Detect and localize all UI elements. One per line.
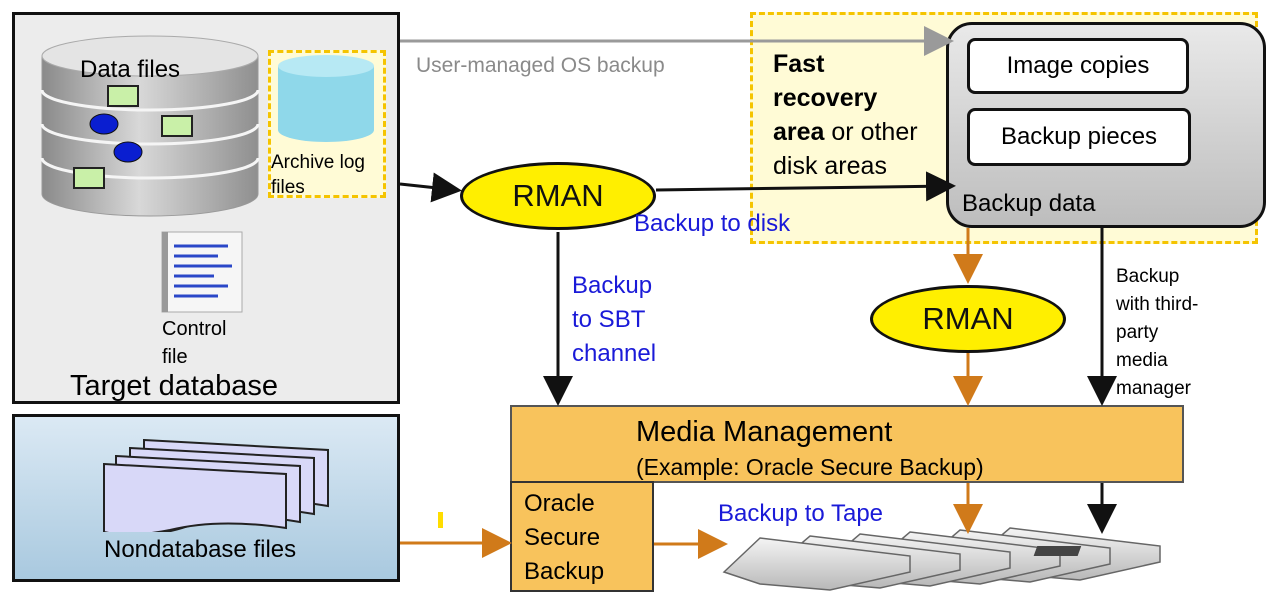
- fra-label-line3: area or other: [773, 118, 918, 147]
- sbt-label-line3: channel: [572, 340, 657, 367]
- image-copies-box: Image copies: [967, 38, 1189, 94]
- fra-label-line1: Fast: [773, 50, 825, 78]
- third-party-label-line3: party: [1116, 322, 1159, 343]
- backup-pieces-box: Backup pieces: [967, 108, 1191, 166]
- media-management-title: Media Management: [636, 416, 893, 448]
- target-to-rman-arrow: [399, 172, 462, 203]
- tape-drives-icon: [722, 527, 1161, 591]
- media-management-subtitle: (Example: Oracle Secure Backup): [636, 454, 984, 480]
- fra-label-line2: recovery: [773, 84, 878, 112]
- nondatabase-files-icon: [103, 438, 329, 532]
- nondatabase-files-label: Nondatabase files: [104, 536, 297, 563]
- osb-label-line3: Backup: [524, 558, 605, 585]
- control-file-icon: [161, 231, 243, 313]
- fra-label-line3-bold: area: [773, 118, 825, 146]
- backup-data-label: Backup data: [962, 190, 1096, 217]
- backup-to-disk-label: Backup to disk: [634, 210, 791, 237]
- sbt-label-line1: Backup: [572, 272, 653, 299]
- control-file-label-line2: file: [162, 346, 188, 368]
- backup-data-container: Image copies Backup pieces: [946, 22, 1266, 228]
- cursor-mark: [438, 512, 443, 528]
- rman-to-disk-arrow: [655, 171, 956, 202]
- sbt-label-line2: to SBT: [572, 306, 646, 333]
- target-database-title: Target database: [70, 370, 278, 402]
- rman-secondary: RMAN: [870, 285, 1066, 353]
- archive-log-label-line1: Archive log: [271, 152, 365, 173]
- user-managed-label: User-managed OS backup: [416, 54, 665, 77]
- fra-label-line3-rest: or other: [824, 118, 918, 146]
- third-party-label-line5: manager: [1116, 378, 1191, 399]
- oracle-secure-backup-box: [510, 481, 654, 592]
- third-party-label-line2: with third-: [1116, 294, 1199, 315]
- fra-label-line4: disk areas: [773, 152, 887, 180]
- media-management-box: [510, 405, 1184, 483]
- backup-to-tape-label: Backup to Tape: [718, 500, 884, 527]
- third-party-label-line1: Backup: [1116, 266, 1180, 287]
- database-cylinder-icon: [40, 35, 260, 217]
- osb-label-line1: Oracle: [524, 490, 595, 517]
- data-files-label: Data files: [80, 56, 181, 83]
- third-party-label-line4: media: [1116, 350, 1168, 371]
- archive-log-label-line2: files: [271, 177, 305, 198]
- control-file-label-line1: Control: [162, 318, 227, 340]
- archive-log-cylinder-icon: [278, 55, 374, 142]
- osb-label-line2: Secure: [524, 524, 601, 551]
